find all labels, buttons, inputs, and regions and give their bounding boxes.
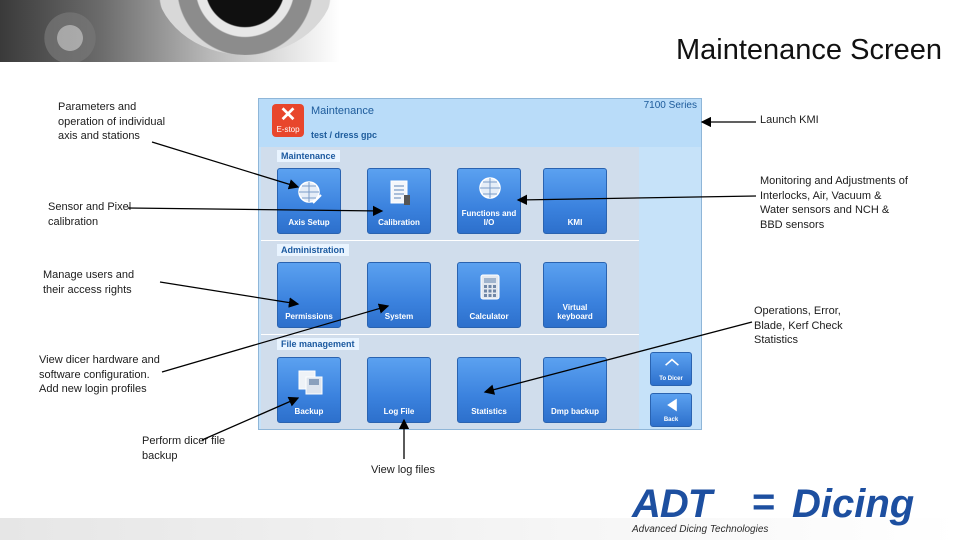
document-icon [390, 180, 410, 205]
footer-band [0, 518, 960, 540]
slide-title: Maintenance Screen [676, 34, 942, 66]
calculator-icon [480, 274, 500, 300]
section-administration: Administration [277, 244, 349, 256]
kmi-label: KMI [567, 218, 583, 227]
system-label: System [384, 312, 414, 321]
logo-dicing: Dicing [792, 482, 915, 526]
divider [261, 240, 639, 241]
to-dicer-button[interactable]: To Dicer [650, 352, 692, 386]
axis-setup-button[interactable]: Axis Setup [277, 168, 341, 234]
statistics-button[interactable]: Statistics [457, 357, 521, 423]
virtual-keyboard-button[interactable]: Virtual keyboard [543, 262, 607, 328]
calculator-button[interactable]: Calculator [457, 262, 521, 328]
header-decoration [0, 0, 340, 62]
axis-setup-label: Axis Setup [288, 218, 330, 227]
annotation-view-dicer: View dicer hardware and software configu… [39, 354, 160, 395]
kmi-button[interactable]: KMI [543, 168, 607, 234]
annotation-launch-kmi: Launch KMI [760, 114, 819, 126]
logo-adt: ADT [632, 482, 712, 526]
back-arrow-icon [667, 398, 677, 412]
back-button[interactable]: Back [650, 393, 692, 427]
permissions-button[interactable]: Permissions [277, 262, 341, 328]
annotation-operations: Operations, Error, Blade, Kerf Check Sta… [754, 305, 843, 346]
annotation-parameters: Parameters and operation of individual a… [58, 101, 166, 142]
screen-subtitle: test / dress gpc [311, 130, 378, 140]
globe-icon [479, 177, 501, 199]
screen-header: ✕ E-stop Maintenance test / dress gpc 71… [259, 99, 701, 147]
system-button[interactable]: System [367, 262, 431, 328]
screen-title: Maintenance [311, 105, 374, 117]
annotation-perform-backup: Perform dicer file backup [142, 435, 226, 462]
annotation-manage-users: Manage users and their access rights [43, 269, 135, 296]
divider [261, 334, 639, 335]
series-label: 7100 Series [643, 100, 697, 111]
estop-button[interactable]: ✕ E-stop [272, 104, 304, 137]
back-label: Back [663, 417, 679, 423]
annotation-monitoring: Monitoring and Adjustments of Interlocks… [760, 175, 908, 231]
axis-globe-icon [298, 181, 322, 204]
backup-label: Backup [294, 407, 324, 416]
section-file-management: File management [277, 338, 359, 350]
virtual-keyboard-label: Virtual keyboard [557, 303, 593, 321]
functions-io-button[interactable]: Functions and I/O [457, 168, 521, 234]
estop-label: E-stop [276, 125, 300, 134]
annotation-view-log: View log files [371, 464, 435, 476]
statistics-label: Statistics [471, 407, 507, 416]
calibration-label: Calibration [378, 218, 420, 227]
maintenance-screen: ✕ E-stop Maintenance test / dress gpc 71… [258, 98, 702, 430]
floppy-disk-icon [298, 370, 323, 395]
functions-io-label: Functions and I/O [461, 209, 517, 227]
backup-button[interactable]: Backup [277, 357, 341, 423]
adt-dicing-logo: ADT = Dicing Advanced Dicing Technologie… [632, 480, 942, 535]
tile-area: Maintenance Axis Setup Calibration Funct… [261, 147, 639, 429]
close-icon: ✕ [279, 104, 297, 126]
chevron-up-icon [665, 358, 679, 366]
log-file-button[interactable]: Log File [367, 357, 431, 423]
annotation-sensor: Sensor and Pixel calibration [48, 201, 132, 228]
to-dicer-label: To Dicer [659, 376, 683, 382]
section-maintenance: Maintenance [277, 150, 340, 162]
log-file-label: Log File [383, 407, 415, 416]
dmp-backup-label: Dmp backup [550, 407, 599, 416]
dmp-backup-button[interactable]: Dmp backup [543, 357, 607, 423]
logo-equals: = [752, 480, 776, 524]
calibration-button[interactable]: Calibration [367, 168, 431, 234]
logo-tagline: Advanced Dicing Technologies [632, 524, 769, 535]
permissions-label: Permissions [285, 312, 333, 321]
calculator-label: Calculator [469, 312, 509, 321]
